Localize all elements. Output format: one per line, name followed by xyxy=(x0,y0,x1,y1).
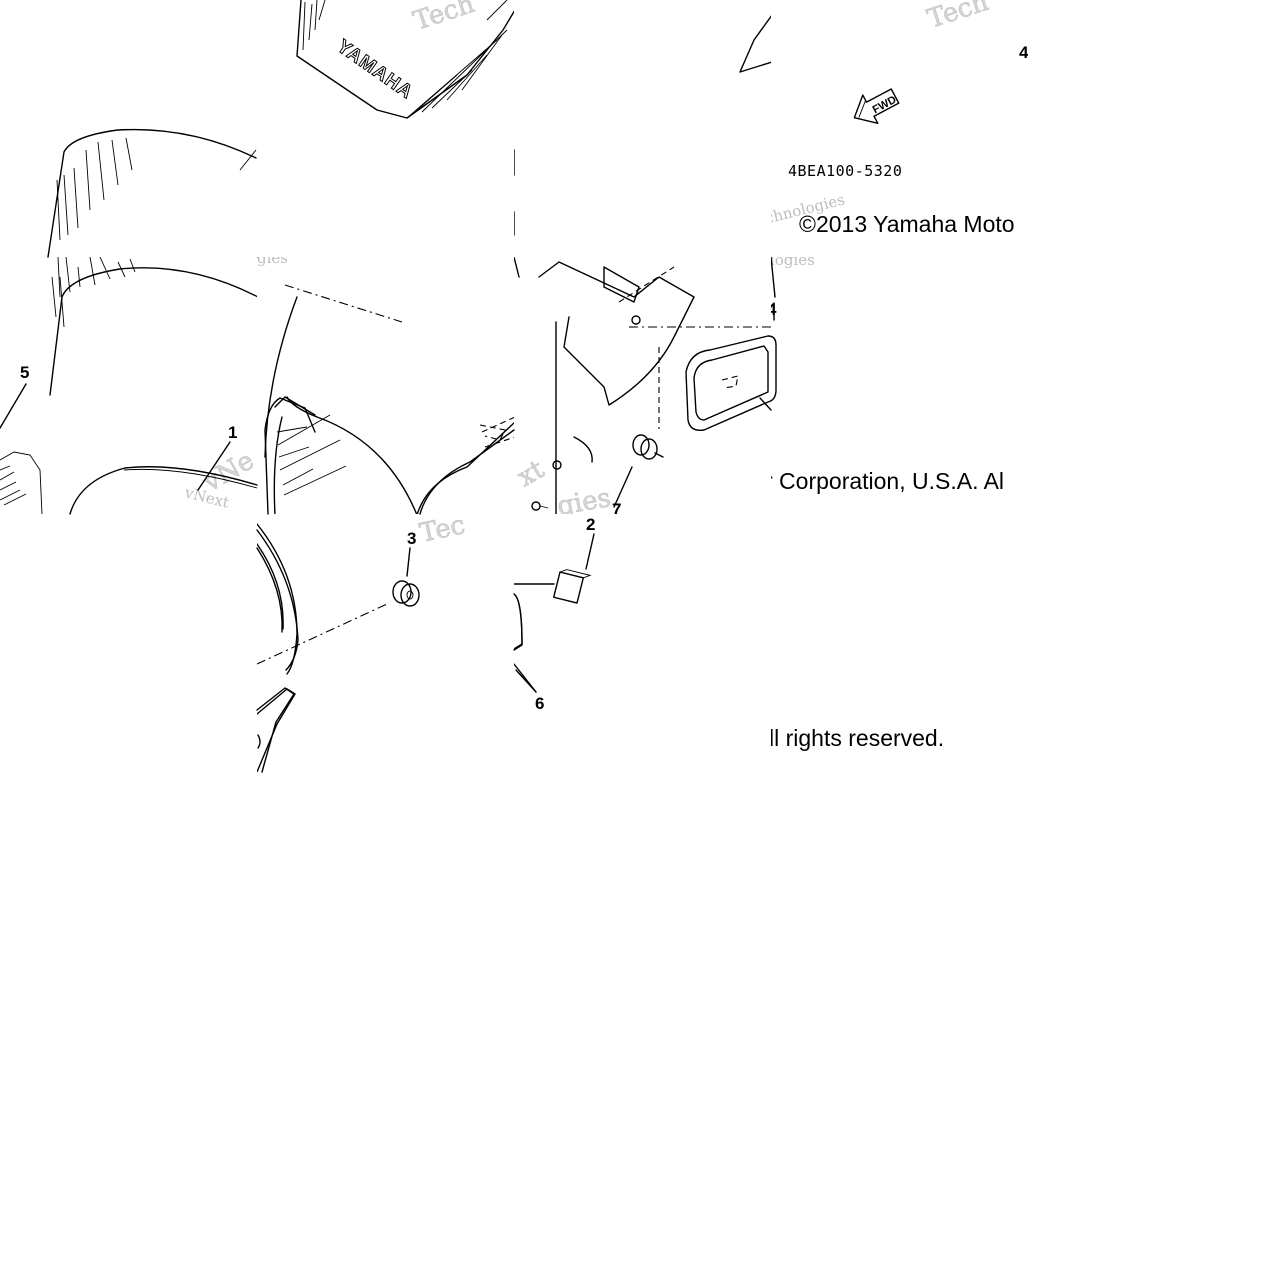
diagram-tile-r0-c2 xyxy=(514,0,772,258)
diagram-tile-r1-c0: vNext vNe xyxy=(0,257,258,515)
watermark-text: Tech xyxy=(924,0,992,35)
diagram-tile-r1-c4 xyxy=(1028,257,1285,515)
grommet-3 xyxy=(392,580,420,607)
fairing-edge xyxy=(739,14,772,73)
fwd-arrow-icon: FWD xyxy=(853,88,900,125)
diagram-tile-r2-c4 xyxy=(1028,514,1285,772)
copyright-text-1: ©2013 Yamaha Moto xyxy=(799,211,1015,237)
diagram-tile-r1-c1: gies xyxy=(257,257,515,515)
diagram-tile-r2-c0 xyxy=(0,514,258,772)
fairing-lower-outline xyxy=(257,523,298,675)
watermark-text: xt xyxy=(514,454,550,493)
diagram-tile-r1-c2: 7 xt gies xyxy=(514,257,772,515)
callout-3: 3 xyxy=(407,529,416,548)
brand-decal: YAMAHA xyxy=(333,36,417,103)
fairing-outline xyxy=(264,296,298,458)
diagram-tile-r1-c3: ologies 4 r Corporation, U.S.A. Al Tec xyxy=(771,257,1029,515)
diagram-tile-r2-c2: 2 6 xyxy=(514,514,772,772)
diagram-tile-r2-c1: 3 Tec xyxy=(257,514,515,772)
watermark-text: Tech xyxy=(410,0,478,37)
diagram-tile-r0-c0 xyxy=(0,0,258,258)
callout-7: 7 xyxy=(612,500,621,515)
diagram-tile-r0-c3: Tech FWD 4BEA100-5320 ©2013 Yamaha Moto … xyxy=(771,0,1029,258)
grommet-7 xyxy=(632,434,664,460)
windscreen-top-drawing: YAMAHA xyxy=(296,0,515,119)
watermark-text: ologies xyxy=(771,257,815,269)
leader-line xyxy=(257,603,388,665)
callout-4-top: 4 xyxy=(1019,43,1029,62)
bracket-outline xyxy=(538,261,695,406)
callout-2: 2 xyxy=(586,515,595,534)
watermark-text: gies xyxy=(257,257,288,267)
leader-line xyxy=(284,284,403,323)
diagram-tile-r0-c1: YAMAHA Tech xyxy=(257,0,515,258)
copyright-text-3: ll rights reserved. xyxy=(771,725,944,751)
callout-6: 6 xyxy=(535,694,544,713)
windscreen-left-drawing xyxy=(49,257,258,396)
callout-4: 4 xyxy=(771,300,777,319)
part-code: 4BEA100-5320 xyxy=(788,162,902,180)
diagram-tile-r2-c3: ll rights reserved. vN xyxy=(771,514,1029,772)
watermark-text: Tec xyxy=(417,514,468,549)
watermark-text: gies xyxy=(555,483,613,515)
copyright-text-2: r Corporation, U.S.A. Al xyxy=(771,468,1004,494)
clip-2 xyxy=(553,569,592,604)
diagram-tile-r0-c4 xyxy=(1028,0,1285,258)
